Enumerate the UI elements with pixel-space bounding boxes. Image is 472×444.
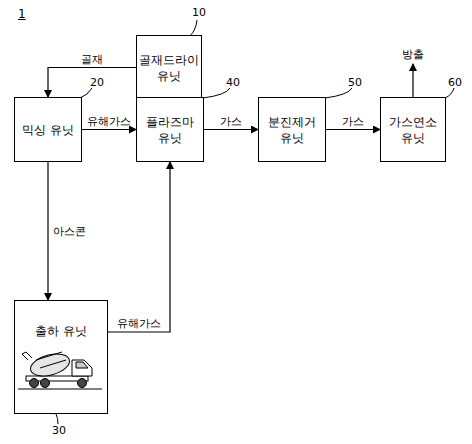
mixer-drum: [28, 350, 72, 380]
unit-box: 출하 유닛: [14, 300, 108, 414]
unit-box: 골재드라이 유닛: [136, 35, 202, 100]
unit-name: 가스연소 유닛: [383, 114, 443, 146]
flow-label: 골재: [81, 53, 103, 66]
unit-box: 가스연소 유닛: [380, 97, 446, 162]
unit-box: 플라즈마 유닛: [136, 97, 204, 162]
leader-line: [56, 414, 58, 424]
callout-number: 30: [52, 424, 66, 437]
ground-line: [18, 389, 102, 390]
truck-chassis: [26, 376, 88, 381]
flow-arrow: [47, 162, 48, 300]
flow-label: 아스콘: [53, 225, 86, 238]
flow-label: 유해가스: [87, 115, 131, 128]
flow-arrow: [48, 68, 136, 98]
flow-label: 가스: [220, 115, 242, 128]
figure-number: 1: [18, 8, 26, 21]
unit-name: 출하 유닛: [35, 323, 87, 339]
flow-label: 방출: [402, 48, 424, 61]
unit-name: 믹싱 유닛: [22, 122, 74, 138]
flow-arrow: [82, 129, 136, 130]
flow-label: 가스: [342, 115, 364, 128]
flow-arrow: [204, 129, 258, 130]
callout-number: 60: [448, 76, 462, 89]
discharge-arrow: [412, 64, 413, 97]
leader-line: [203, 88, 230, 98]
flow-arrow: [108, 162, 170, 332]
leader-line: [445, 88, 454, 98]
unit-name: 골재드라이 유닛: [139, 52, 199, 84]
truck-cab: [72, 360, 92, 376]
wheel: [30, 379, 39, 388]
wheel: [78, 379, 87, 388]
drum-chute: [22, 352, 32, 360]
drum-stripe: [36, 352, 66, 368]
wheel: [41, 379, 50, 388]
unit-box: 분진제거 유닛: [258, 97, 326, 162]
unit-name: 분진제거 유닛: [261, 114, 323, 146]
callout-number: 50: [348, 76, 362, 89]
callout-number: 20: [90, 76, 104, 89]
leader-line: [325, 88, 352, 98]
flow-arrow: [326, 129, 380, 130]
callout-number: 40: [226, 76, 240, 89]
leader-line: [190, 20, 197, 36]
flow-label: 유해가스: [117, 317, 161, 330]
cab-window: [76, 362, 88, 368]
unit-name: 플라즈마 유닛: [139, 114, 201, 146]
unit-box: 믹싱 유닛: [14, 97, 82, 162]
callout-number: 10: [192, 6, 206, 19]
